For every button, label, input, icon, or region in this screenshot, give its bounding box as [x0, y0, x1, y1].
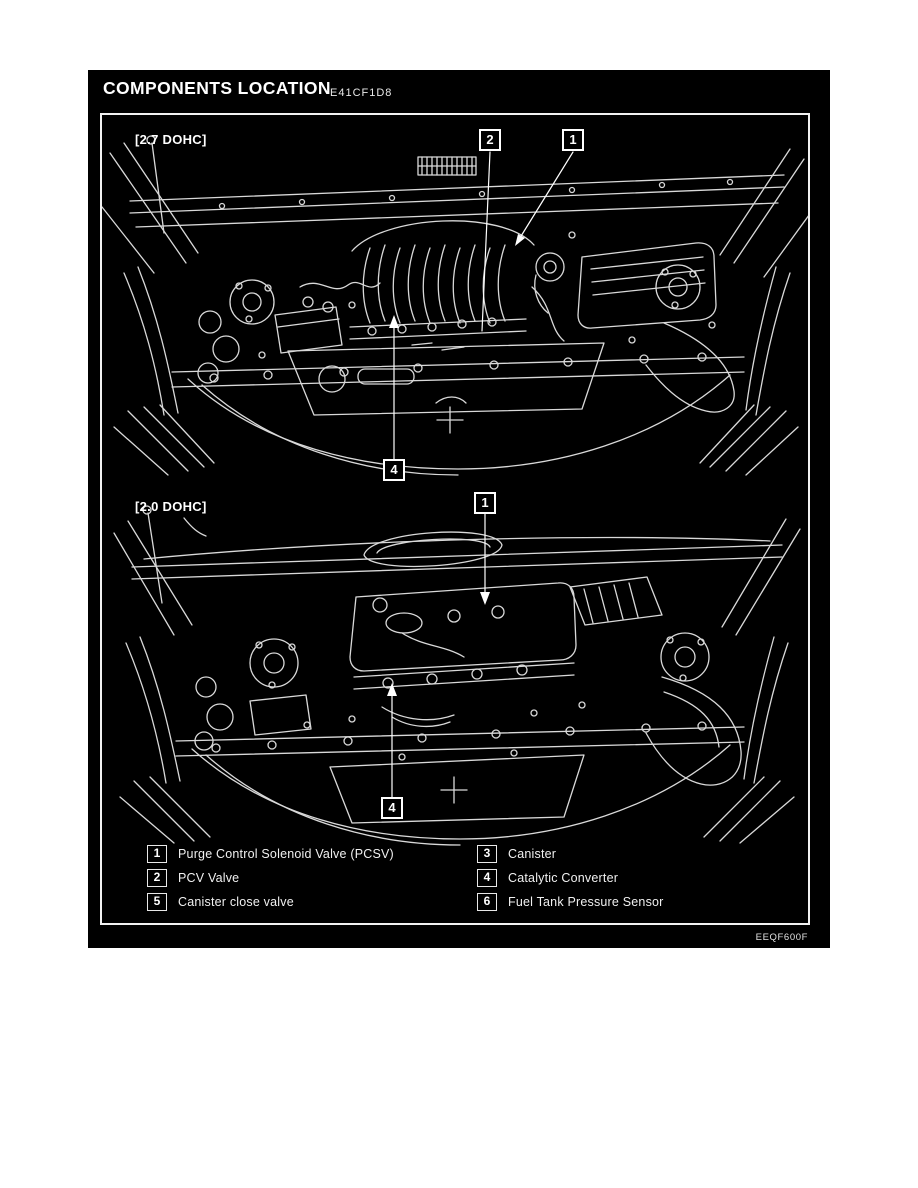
legend-item: 2 PCV Valve	[147, 869, 394, 887]
legend-number-box: 1	[147, 845, 167, 863]
section-code: E41CF1D8	[330, 87, 393, 99]
diagram-label-20-dohc: [2.0 DOHC]	[135, 499, 207, 514]
legend-column-right: 3 Canister 4 Catalytic Converter 6 Fuel …	[477, 845, 664, 917]
legend-item: 5 Canister close valve	[147, 893, 394, 911]
legend-label: PCV Valve	[178, 871, 240, 885]
legend-column-left: 1 Purge Control Solenoid Valve (PCSV) 2 …	[147, 845, 394, 917]
legend-item: 4 Catalytic Converter	[477, 869, 664, 887]
legend-number-box: 5	[147, 893, 167, 911]
engine-bay-line-art	[102, 135, 808, 846]
legend-item: 6 Fuel Tank Pressure Sensor	[477, 893, 664, 911]
legend-label: Canister close valve	[178, 895, 294, 909]
legend-label: Purge Control Solenoid Valve (PCSV)	[178, 847, 394, 861]
legend-item: 1 Purge Control Solenoid Valve (PCSV)	[147, 845, 394, 863]
callout-box-27-pcv-valve: 2	[479, 129, 501, 151]
legend-label: Fuel Tank Pressure Sensor	[508, 895, 664, 909]
callout-leader-lines	[387, 151, 574, 798]
callout-box-27-pcsv: 1	[562, 129, 584, 151]
callout-box-20-catalytic-converter: 4	[381, 797, 403, 819]
engine-bay-20-dohc	[113, 505, 801, 846]
legend-label: Catalytic Converter	[508, 871, 619, 885]
callout-box-20-pcsv: 1	[474, 492, 496, 514]
callout-box-27-catalytic-converter: 4	[383, 459, 405, 481]
diagram-label-27-dohc: [2.7 DOHC]	[135, 132, 207, 147]
figure-code: EEQF600F	[755, 932, 808, 943]
legend-number-box: 2	[147, 869, 167, 887]
legend-item: 3 Canister	[477, 845, 664, 863]
diagram-frame: [2.7 DOHC] [2.0 DOHC] 2 1 4 1 4 1 Purge …	[100, 113, 810, 925]
legend-number-box: 4	[477, 869, 497, 887]
legend-number-box: 6	[477, 893, 497, 911]
page-title: COMPONENTS LOCATION	[103, 78, 331, 98]
components-location-panel: COMPONENTS LOCATION E41CF1D8	[88, 70, 830, 948]
engine-bay-27-dohc	[102, 135, 808, 476]
legend-label: Canister	[508, 847, 557, 861]
legend-number-box: 3	[477, 845, 497, 863]
